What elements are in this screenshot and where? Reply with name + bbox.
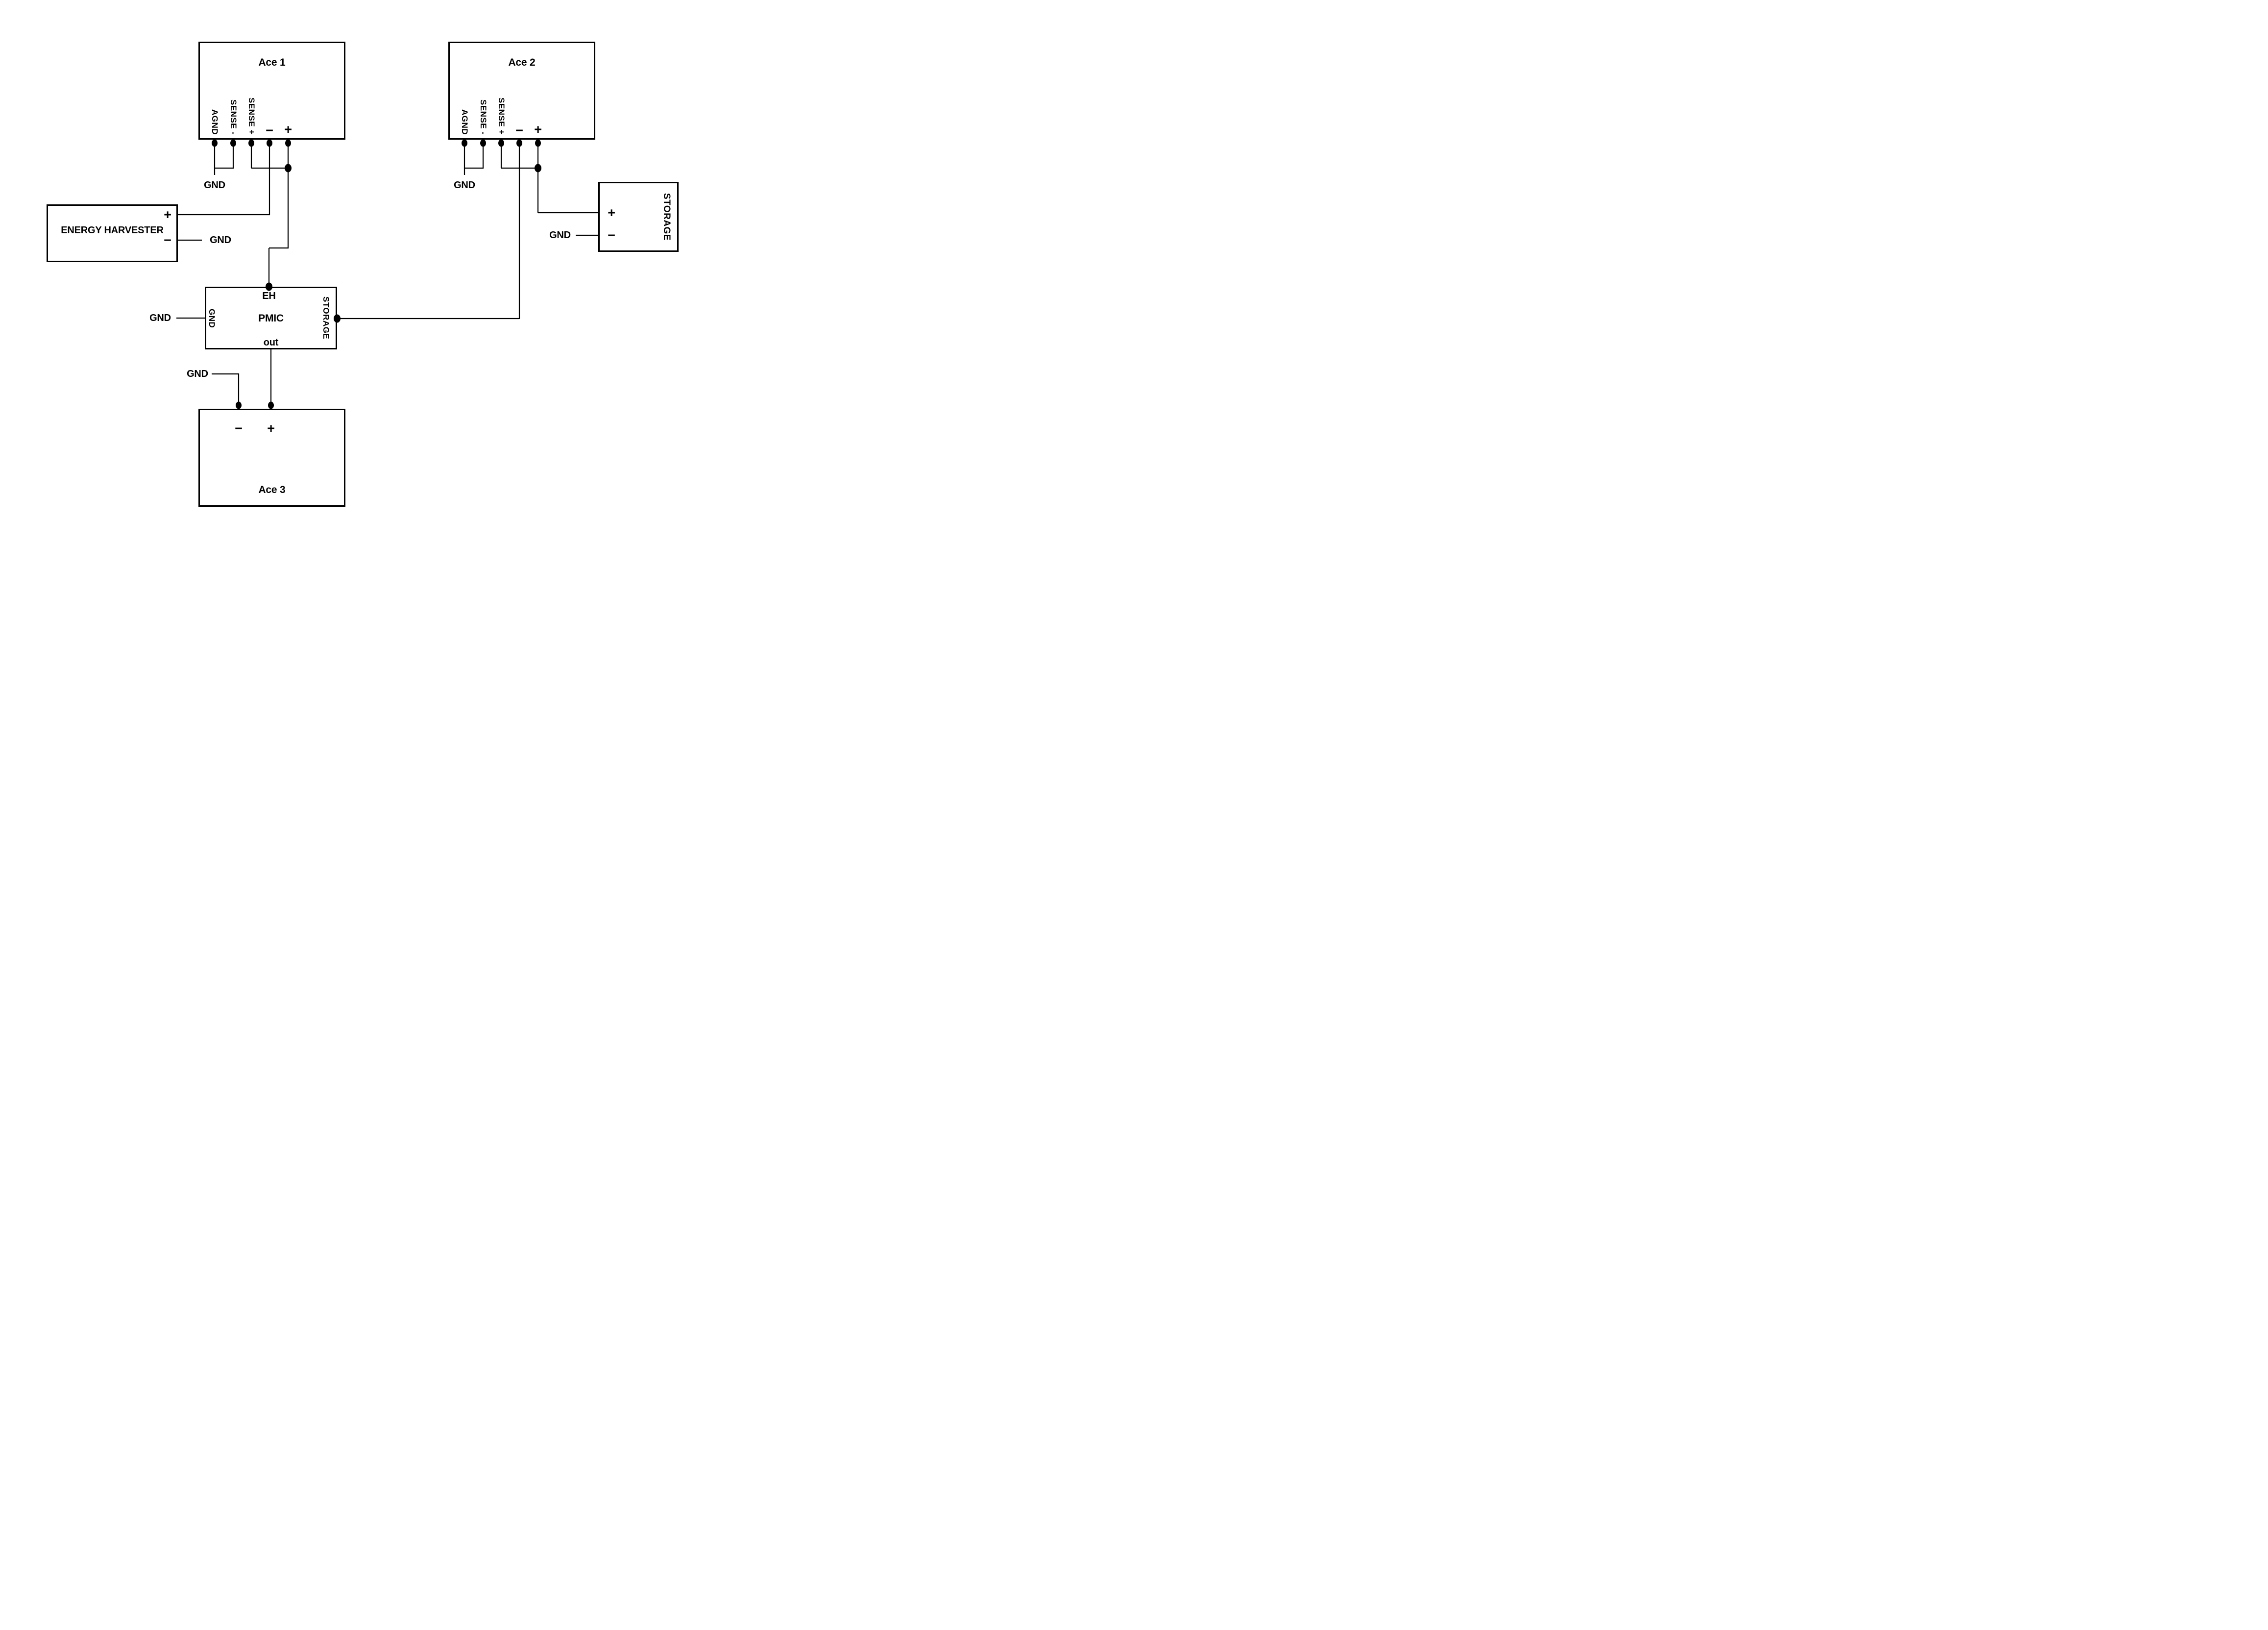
wiring-layer: [176, 139, 598, 409]
pin-dot-ace2-plus: [535, 139, 541, 147]
pmic-pin-label-eh: EH: [262, 290, 276, 301]
junction-dot-ace2-plus: [535, 164, 541, 173]
energy-harvester-gnd-label: GND: [210, 234, 231, 246]
pmic-box: [205, 287, 337, 349]
ace2-pin-label-minus: −: [515, 123, 523, 138]
pin-dot-ace1-plus: [285, 139, 291, 147]
storage-minus: −: [608, 227, 615, 243]
ace1-pin-label-sense-plus: SENSE +: [247, 98, 256, 135]
ace1-pin-label-agnd: AGND: [210, 109, 219, 135]
ace3-pin-label-plus: +: [267, 420, 275, 436]
pin-dot-ace2-sense-plus: [498, 139, 504, 147]
ace2-pin-label-sense-plus: SENSE +: [497, 98, 506, 135]
storage-gnd-label: GND: [549, 229, 571, 241]
pmic-title: PMIC: [258, 313, 284, 324]
ace2-pin-label-plus: +: [534, 122, 542, 137]
energy-harvester-plus: +: [164, 207, 171, 222]
pin-dot-ace1-minus: [267, 139, 272, 147]
pmic-pin-label-gnd: GND: [207, 309, 217, 328]
circuit-diagram: Ace 1 AGND SENSE - SENSE + − + GND Ace 2…: [0, 0, 756, 543]
ace1-pin-label-minus: −: [266, 123, 273, 138]
pin-dot-ace3-plus: [268, 401, 274, 409]
pin-dot-ace2-minus: [516, 139, 522, 147]
pin-dot-ace2-agnd: [462, 139, 467, 147]
ace3-pin-label-minus: −: [235, 420, 243, 436]
storage-plus: +: [608, 205, 615, 220]
ace2-box: [448, 42, 595, 140]
pmic-pin-label-out: out: [263, 337, 279, 348]
junction-dot-ace1-plus: [285, 164, 292, 173]
ace3-box: [198, 409, 345, 507]
pin-dot-ace1-sense-plus: [248, 139, 254, 147]
pin-dot-ace2-sense-minus: [480, 139, 486, 147]
ace1-title: Ace 1: [258, 57, 286, 68]
ace2-pin-label-agnd: AGND: [460, 109, 469, 135]
pin-dot-ace3-minus: [236, 401, 242, 409]
ace2-gnd-label: GND: [454, 179, 475, 191]
pmic-gnd-label: GND: [149, 312, 171, 323]
pmic-pin-label-storage: STORAGE: [321, 296, 331, 340]
pin-dot-ace1-sense-minus: [230, 139, 236, 147]
energy-harvester-box: [47, 204, 178, 262]
ace1-gnd-label: GND: [204, 179, 225, 191]
ace1-pin-label-sense-minus: SENSE -: [229, 99, 238, 135]
ace3-title: Ace 3: [258, 484, 286, 495]
ace2-title: Ace 2: [508, 57, 536, 68]
energy-harvester-title: ENERGY HARVESTER: [61, 224, 164, 236]
storage-box: [598, 182, 679, 252]
pin-dot-ace1-agnd: [212, 139, 218, 147]
ace1-box: [198, 42, 345, 140]
ace2-pin-label-sense-minus: SENSE -: [479, 99, 488, 135]
storage-title: STORAGE: [661, 193, 672, 241]
energy-harvester-minus: −: [164, 232, 171, 247]
ace3-gnd-label: GND: [187, 368, 208, 379]
ace1-pin-label-plus: +: [284, 122, 292, 137]
